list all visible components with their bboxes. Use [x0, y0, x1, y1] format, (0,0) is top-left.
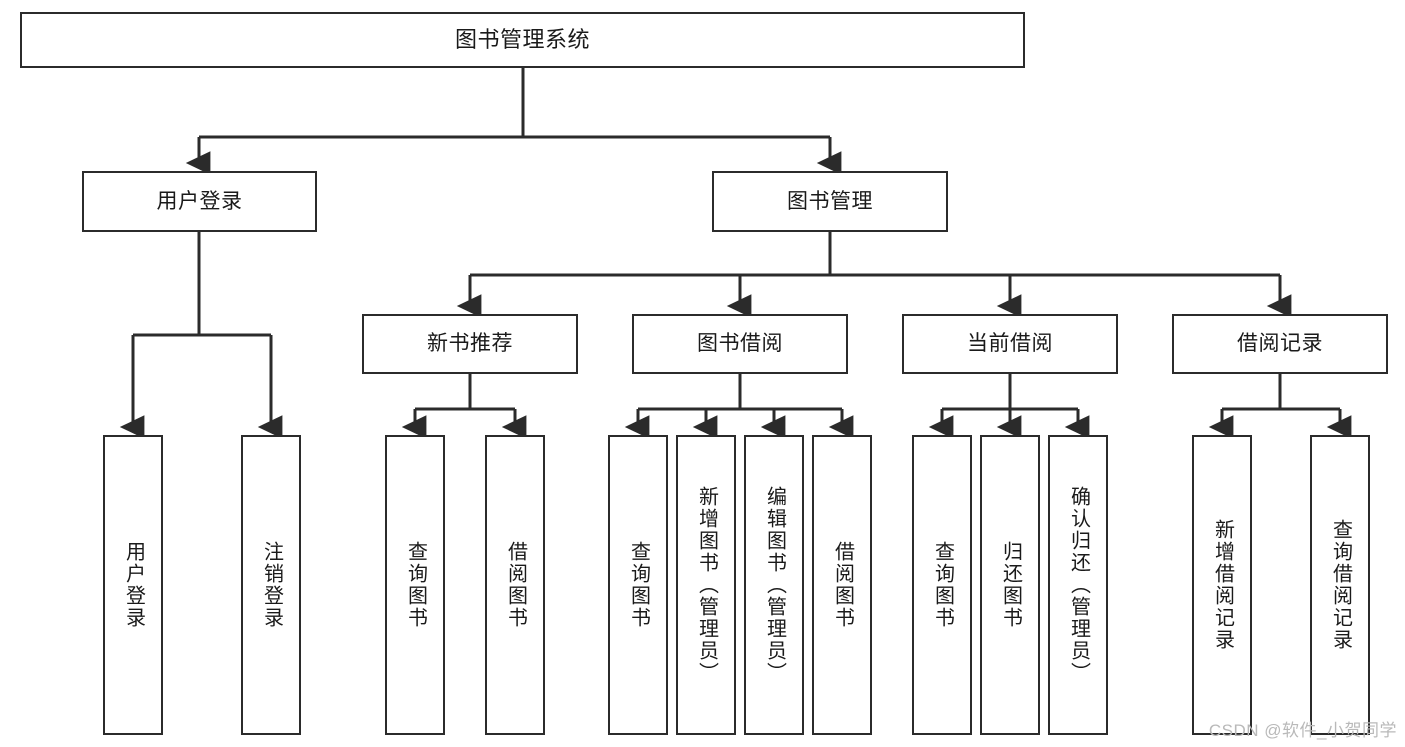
leaf-query-book-current[interactable]: 查询图书 — [912, 435, 972, 735]
node-borrow-record[interactable]: 借阅记录 — [1172, 314, 1388, 374]
leaf-label: 查询图书 — [627, 541, 650, 629]
leaf-label: 确认归还（管理员） — [1067, 486, 1090, 684]
leaf-label: 编辑图书（管理员） — [763, 486, 786, 684]
leaf-add-book-admin[interactable]: 新增图书（管理员） — [676, 435, 736, 735]
leaf-confirm-return-admin[interactable]: 确认归还（管理员） — [1048, 435, 1108, 735]
leaf-label: 借阅图书 — [504, 541, 527, 629]
leaf-label: 用户登录 — [122, 541, 145, 629]
leaf-label: 查询借阅记录 — [1329, 519, 1352, 651]
leaf-label: 注销登录 — [260, 541, 283, 629]
node-label: 用户登录 — [156, 189, 243, 213]
leaf-edit-book-admin[interactable]: 编辑图书（管理员） — [744, 435, 804, 735]
node-label: 图书借阅 — [697, 332, 783, 356]
leaf-query-book-recommend[interactable]: 查询图书 — [385, 435, 445, 735]
leaf-user-login[interactable]: 用户登录 — [103, 435, 163, 735]
leaf-label: 查询图书 — [404, 541, 427, 629]
leaf-user-logout[interactable]: 注销登录 — [241, 435, 301, 735]
node-root-system[interactable]: 图书管理系统 — [20, 12, 1025, 68]
node-new-book-recommend[interactable]: 新书推荐 — [362, 314, 578, 374]
leaf-borrow-book[interactable]: 借阅图书 — [812, 435, 872, 735]
node-book-borrow[interactable]: 图书借阅 — [632, 314, 848, 374]
node-label: 新书推荐 — [427, 332, 513, 356]
leaf-label: 新增借阅记录 — [1211, 519, 1234, 651]
leaf-borrow-book-recommend[interactable]: 借阅图书 — [485, 435, 545, 735]
node-label: 图书管理系统 — [454, 26, 590, 52]
node-label: 借阅记录 — [1237, 332, 1323, 356]
watermark: CSDN @软件_小贺同学 — [1208, 721, 1397, 740]
node-label: 当前借阅 — [967, 332, 1053, 356]
leaf-add-borrow-record[interactable]: 新增借阅记录 — [1192, 435, 1252, 735]
node-current-borrow[interactable]: 当前借阅 — [902, 314, 1118, 374]
leaf-label: 借阅图书 — [831, 541, 854, 629]
leaf-label: 新增图书（管理员） — [695, 486, 718, 684]
node-user-login[interactable]: 用户登录 — [82, 171, 317, 232]
leaf-label: 查询图书 — [931, 541, 954, 629]
leaf-return-book[interactable]: 归还图书 — [980, 435, 1040, 735]
leaf-label: 归还图书 — [999, 541, 1022, 629]
node-label: 图书管理 — [787, 189, 873, 213]
leaf-query-borrow-record[interactable]: 查询借阅记录 — [1310, 435, 1370, 735]
leaf-query-book-borrow[interactable]: 查询图书 — [608, 435, 668, 735]
node-book-management[interactable]: 图书管理 — [712, 171, 948, 232]
